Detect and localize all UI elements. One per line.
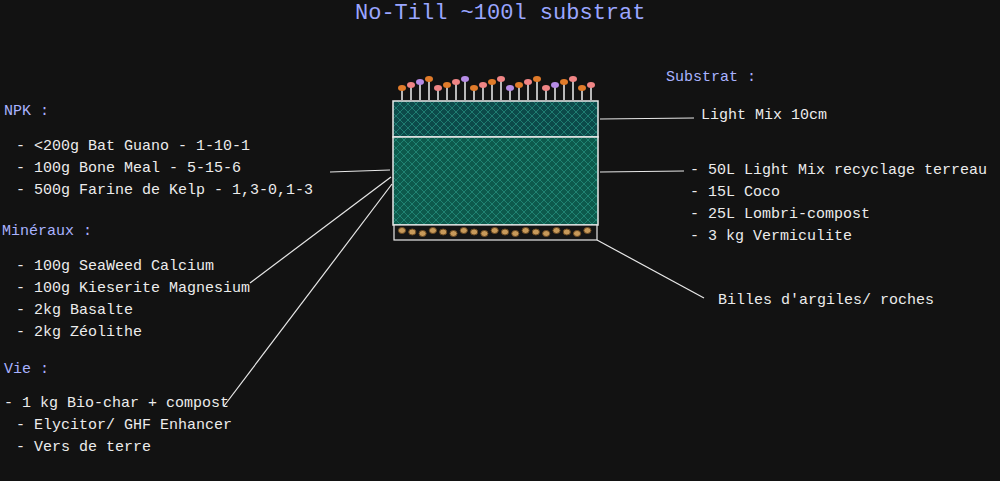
- mushroom-cap: [434, 85, 442, 91]
- clay-ball: [543, 231, 550, 237]
- diagram-title: No-Till ~100l substrat: [355, 0, 645, 28]
- middle-layer: [393, 137, 598, 225]
- mushroom-cap: [515, 82, 523, 88]
- clay-ball: [584, 228, 591, 234]
- top-layer-outline: [393, 101, 598, 137]
- leader-line: [600, 118, 694, 119]
- mushroom-cap: [407, 82, 415, 88]
- mushroom-cap: [569, 76, 577, 82]
- list-item: - 100g Bone Meal - 5-15-6: [16, 159, 241, 179]
- clay-ball: [398, 228, 405, 234]
- clay-ball: [501, 229, 508, 235]
- mushroom-stem: [536, 79, 538, 100]
- clay-ball: [563, 229, 570, 235]
- list-item: - <200g Bat Guano - 1-10-1: [16, 137, 250, 157]
- clay-layer: [394, 225, 597, 240]
- section-heading: Minéraux :: [2, 222, 92, 242]
- mushroom-cap: [578, 85, 586, 91]
- mushroom-stem: [464, 79, 466, 100]
- mushroom-cap: [551, 82, 559, 88]
- section-heading: NPK :: [4, 102, 49, 122]
- mushroom-cap: [479, 82, 487, 88]
- clay-ball: [481, 231, 488, 237]
- middle-layer-outline: [393, 137, 598, 225]
- leader-line: [600, 171, 684, 172]
- mushroom-cap: [425, 76, 433, 82]
- clay-ball: [512, 231, 519, 237]
- mushroom-cap: [560, 79, 568, 85]
- list-item: - 25L Lombri-compost: [690, 205, 870, 225]
- mushroom-cap: [452, 79, 460, 85]
- clay-ball: [532, 229, 539, 235]
- mushroom-cap: [587, 82, 595, 88]
- mushroom-cap: [524, 79, 532, 85]
- list-item: - Elycitor/ GHF Enhancer: [16, 416, 232, 436]
- section-heading: Substrat :: [666, 68, 756, 88]
- top-layer: [393, 101, 598, 137]
- clay-ball: [522, 228, 529, 234]
- section-heading: Vie :: [4, 360, 49, 380]
- mushroom-cap: [497, 76, 505, 82]
- list-item: - Vers de terre: [16, 438, 151, 458]
- clay-ball: [429, 228, 436, 234]
- mushroom-cap: [506, 85, 514, 91]
- clay-ball: [440, 229, 447, 235]
- list-item: - 100g Kieserite Magnesium: [16, 279, 250, 299]
- list-item: - 100g SeaWeed Calcium: [16, 257, 214, 277]
- list-item: - 2kg Basalte: [16, 301, 133, 321]
- clay-ball: [450, 231, 457, 237]
- clay-ball: [419, 231, 426, 237]
- list-item: - 500g Farine de Kelp - 1,3-0,1-3: [16, 181, 313, 201]
- list-item: - 15L Coco: [690, 183, 780, 203]
- mushroom-cap: [533, 76, 541, 82]
- layer-label: Billes d'argiles/ roches: [718, 291, 934, 311]
- mushroom-cap: [488, 79, 496, 85]
- mushroom-cap: [416, 79, 424, 85]
- leader-line: [597, 240, 704, 298]
- list-item: - 1 kg Bio-char + compost: [4, 394, 229, 414]
- clay-ball: [471, 229, 478, 235]
- mushroom-stem: [500, 79, 502, 100]
- list-item: - 50L Light Mix recyclage terreau: [690, 161, 987, 181]
- layer-label: Light Mix 10cm: [701, 106, 827, 126]
- mushroom-cap: [470, 85, 478, 91]
- mushroom-cap: [542, 85, 550, 91]
- clay-ball: [460, 228, 467, 234]
- list-item: - 2kg Zéolithe: [16, 323, 142, 343]
- leader-line: [330, 170, 390, 172]
- clay-ball: [409, 229, 416, 235]
- mushroom-cap: [398, 85, 406, 91]
- mushroom-stem: [572, 79, 574, 100]
- clay-ball: [553, 228, 560, 234]
- mushroom-cap: [461, 76, 469, 82]
- mushroom-stem: [428, 79, 430, 100]
- clay-ball: [491, 228, 498, 234]
- mushroom-cap: [443, 82, 451, 88]
- clay-ball: [574, 231, 581, 237]
- list-item: - 3 kg Vermiculite: [690, 227, 852, 247]
